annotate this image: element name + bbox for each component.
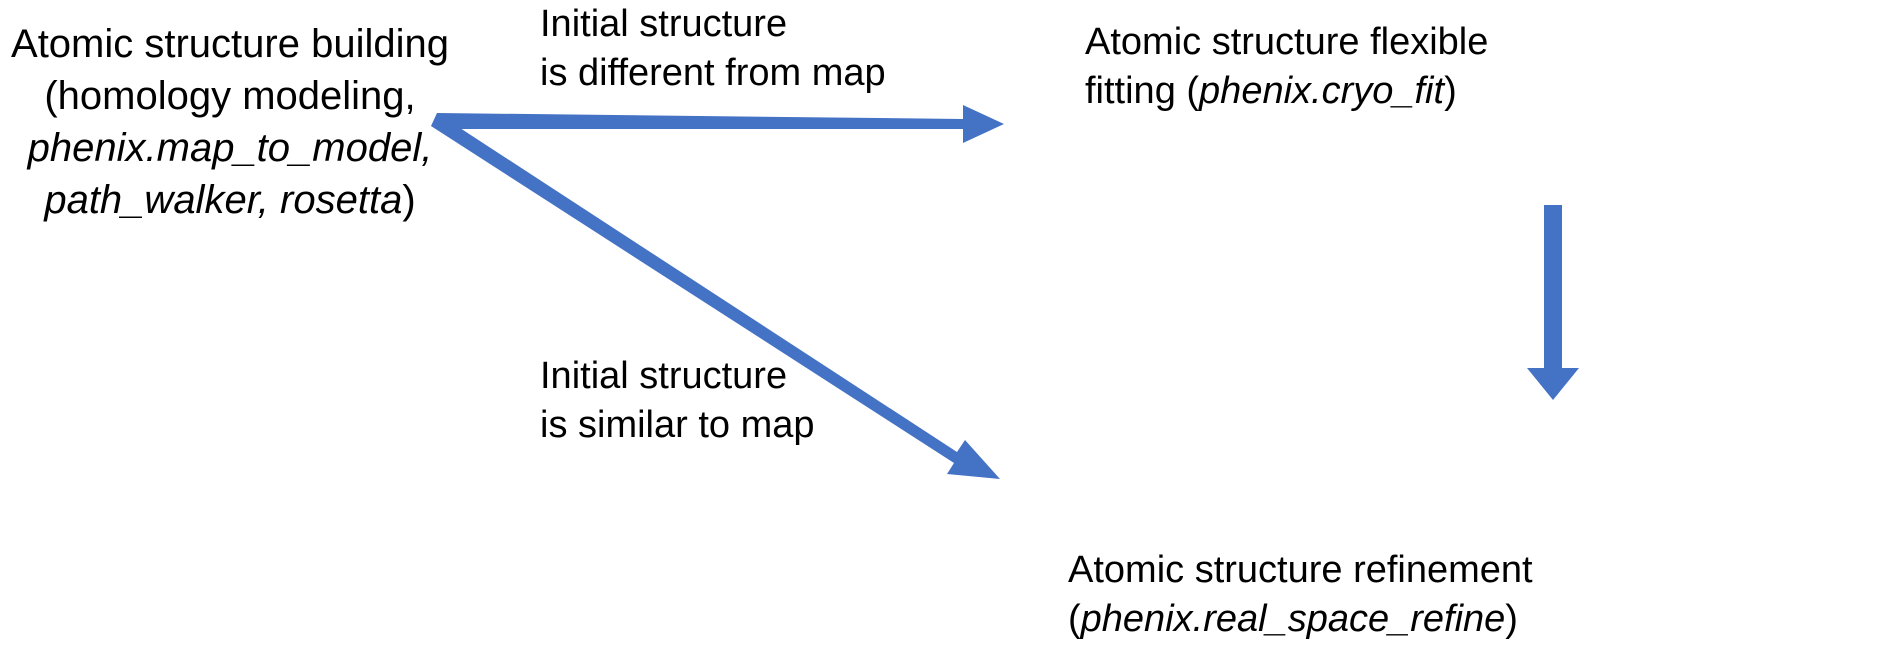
node-refinement-line-2: (phenix.real_space_refine) [1068,595,1884,644]
node-atomic-structure-building: Atomic structure building (homology mode… [0,18,460,226]
node-building-line-4: path_walker, rosetta) [0,174,460,226]
edge-label-different-line-2: is different from map [540,52,886,95]
node-building-close-paren: ) [402,178,416,222]
edge-label-is-different-from-map: Initial structure is different from map [540,0,940,99]
node-building-line-1: Atomic structure building [11,22,449,66]
node-fitting-prefix: fitting ( [1085,70,1200,113]
node-refinement-open-paren: ( [1068,598,1081,641]
node-fitting-tool-cryo-fit: phenix.cryo_fit [1199,70,1445,113]
node-fitting-close-paren: ) [1444,70,1457,113]
node-building-line-3: phenix.map_to_model, [0,122,460,174]
node-building-tool-map-to-model: phenix.map_to_model, [27,126,433,170]
node-fitting-line-2: fitting (phenix.cryo_fit) [1085,67,1605,116]
arrow-building-to-fitting [437,105,1004,143]
node-atomic-structure-flexible-fitting: Atomic structure flexible fitting (pheni… [1085,18,1605,117]
arrow-fitting-to-refinement [1527,205,1579,400]
node-building-line-2: (homology modeling, [44,74,416,118]
edge-label-similar-line-2: is similar to map [540,404,815,447]
node-refinement-close-paren: ) [1505,598,1518,641]
edge-label-different-line-1: Initial structure [540,3,788,45]
edge-label-similar-line-1: Initial structure [540,355,788,397]
arrow-building-to-refinement [431,113,1000,479]
node-building-tool-path-walker-rosetta: path_walker, rosetta [44,178,403,222]
edge-label-is-similar-to-map: Initial structure is similar to map [540,352,940,451]
node-atomic-structure-refinement: Atomic structure refinement (phenix.real… [1068,546,1884,645]
node-refinement-tool-real-space-refine: phenix.real_space_refine [1080,598,1506,641]
node-refinement-line-1: Atomic structure refinement [1068,549,1533,591]
node-fitting-line-1: Atomic structure flexible [1085,21,1489,63]
